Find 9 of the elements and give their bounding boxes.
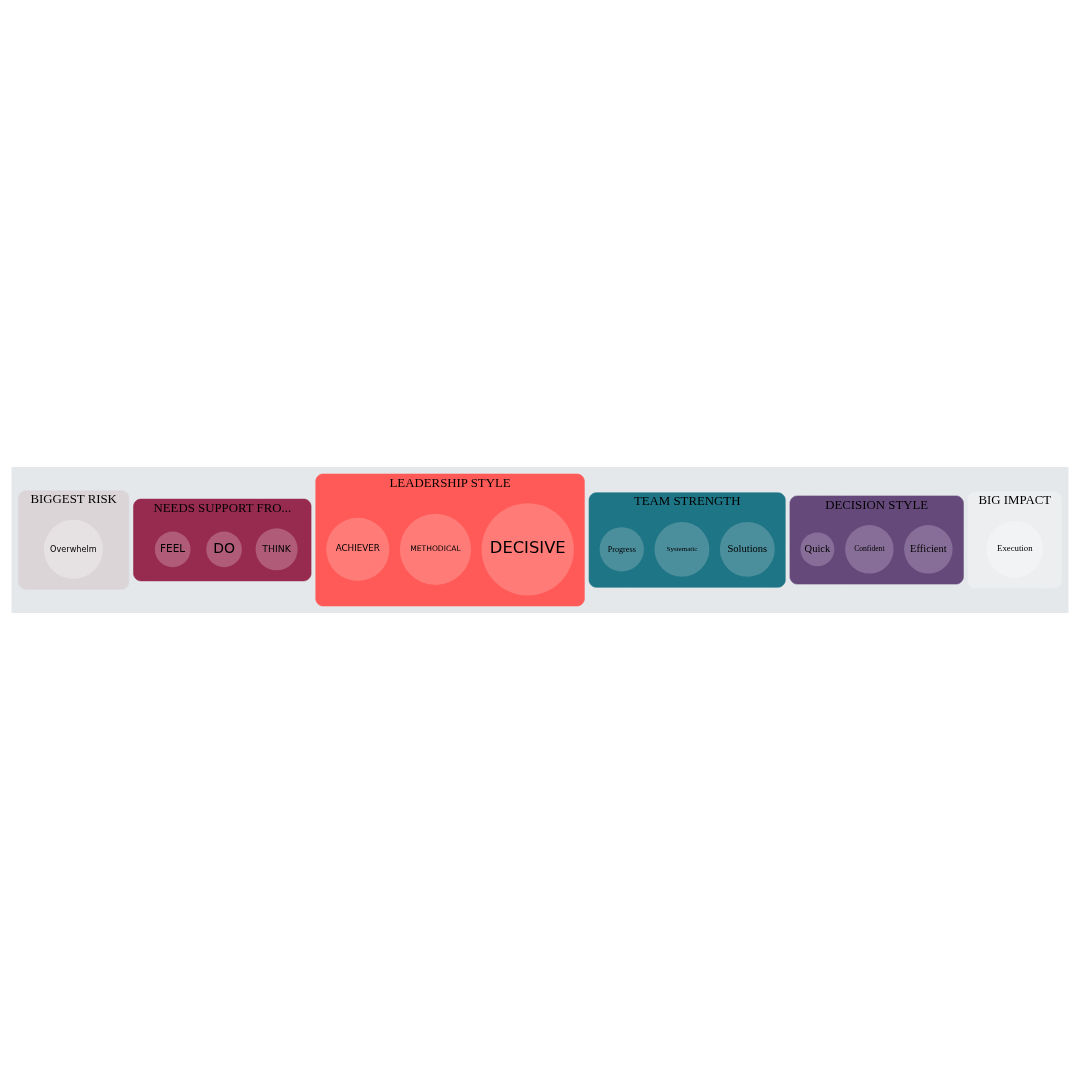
node-circle: FEEL bbox=[154, 531, 191, 568]
node-circle: DECISIVE bbox=[481, 503, 574, 596]
node-circle: THINK bbox=[255, 528, 298, 571]
node-circle: Efficient bbox=[904, 525, 953, 574]
node-circle: Quick bbox=[800, 532, 835, 567]
node-circle: DO bbox=[206, 531, 242, 568]
node-circle: Solutions bbox=[719, 521, 775, 577]
node-circle: ACHIEVER bbox=[326, 517, 390, 581]
node-circle: Progress bbox=[599, 527, 644, 572]
